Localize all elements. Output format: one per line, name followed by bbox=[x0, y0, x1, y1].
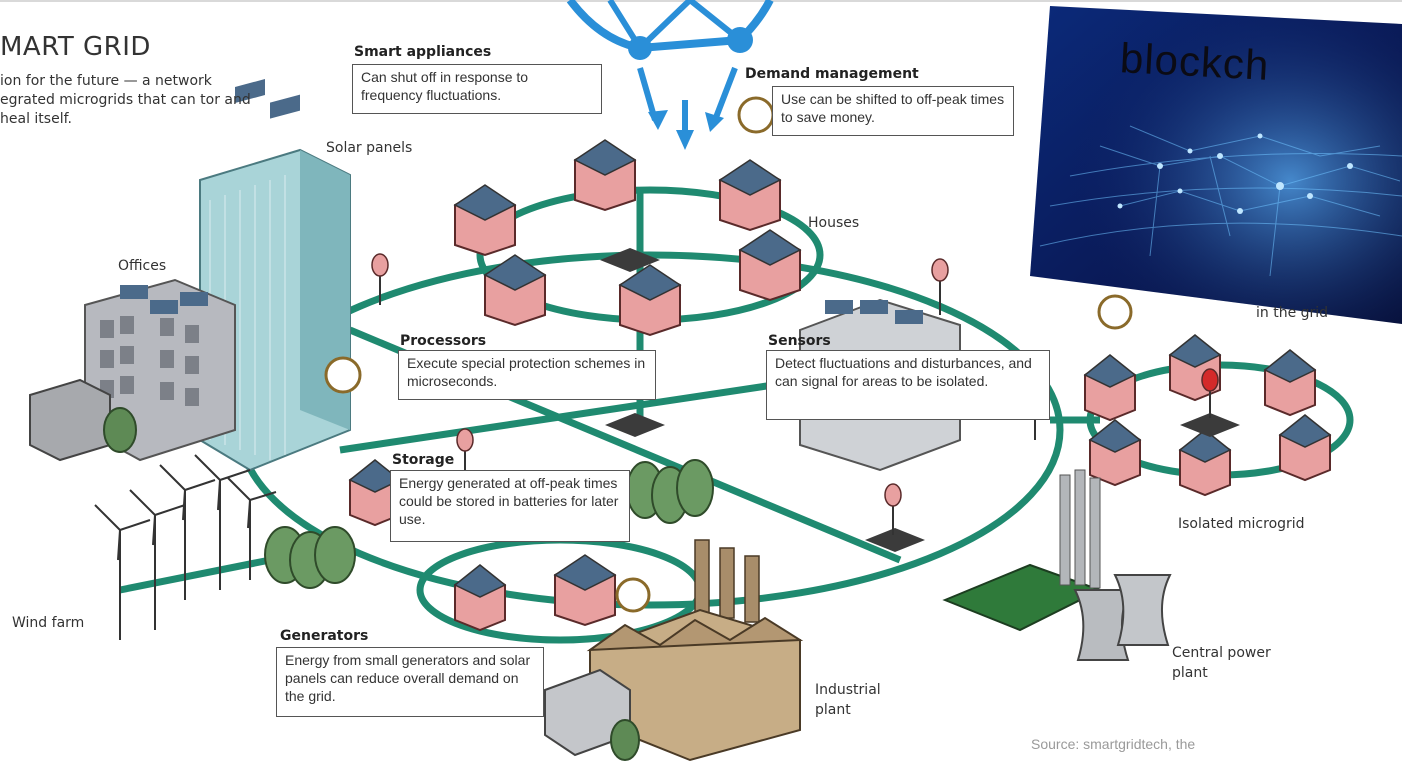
processors-text: Execute special protection schemes in mi… bbox=[407, 355, 646, 389]
storage-heading: Storage bbox=[392, 452, 455, 468]
generator-unit bbox=[544, 668, 640, 761]
demand-management-text: Use can be shifted to off-peak times to … bbox=[781, 91, 1005, 125]
battery-tanks-left bbox=[264, 526, 356, 589]
smart-appliances-text: Can shut off in response to frequency fl… bbox=[361, 69, 529, 103]
generators-text: Energy from small generators and solar p… bbox=[285, 652, 531, 704]
label-wind-farm: Wind farm bbox=[12, 615, 85, 631]
generator-box bbox=[29, 378, 137, 462]
industrial-plant bbox=[586, 539, 804, 762]
demand-management-heading: Demand management bbox=[745, 66, 919, 82]
sensors-text: Detect fluctuations and disturbances, an… bbox=[775, 355, 1032, 389]
demand-management-callout: Use can be shifted to off-peak times to … bbox=[772, 86, 1014, 136]
processors-callout: Execute special protection schemes in mi… bbox=[398, 350, 656, 400]
central-power-plant bbox=[942, 469, 1172, 661]
label-solar-panels: Solar panels bbox=[326, 140, 413, 156]
wind-farm bbox=[94, 454, 277, 640]
label-houses: Houses bbox=[808, 215, 860, 231]
sensors-heading: Sensors bbox=[768, 333, 831, 349]
blockchain-word: blockch bbox=[1118, 34, 1271, 89]
label-in-the-grid: in the grid bbox=[1256, 305, 1329, 321]
generators-heading: Generators bbox=[280, 628, 369, 644]
processor-chips bbox=[600, 248, 1240, 552]
diagram-title: MART GRID bbox=[0, 32, 151, 62]
label-isolated-microgrid: Isolated microgrid bbox=[1178, 516, 1305, 532]
diagram-intro: ion for the future — a network egrated m… bbox=[0, 73, 251, 127]
storage-text: Energy generated at off-peak times could… bbox=[399, 475, 619, 527]
label-offices: Offices bbox=[118, 258, 167, 274]
battery-tanks-center bbox=[626, 459, 714, 524]
network-icon bbox=[566, 0, 774, 150]
storage-callout: Energy generated at off-peak times could… bbox=[390, 470, 630, 542]
processors-heading: Processors bbox=[400, 333, 487, 349]
sensor-poles bbox=[371, 253, 1219, 535]
source-credit: Source: smartgridtech, the bbox=[1031, 736, 1196, 752]
sensors-callout: Detect fluctuations and disturbances, an… bbox=[766, 350, 1050, 420]
label-industrial-plant: Industrial plant bbox=[815, 682, 881, 718]
smart-appliances-heading: Smart appliances bbox=[354, 44, 492, 60]
label-central-power-plant: Central power plant bbox=[1172, 645, 1271, 681]
blockchain-image bbox=[1030, 6, 1402, 324]
generators-callout: Energy from small generators and solar p… bbox=[276, 647, 544, 717]
smart-appliances-callout: Can shut off in response to frequency fl… bbox=[352, 64, 602, 114]
meter-gauges bbox=[324, 96, 1133, 613]
